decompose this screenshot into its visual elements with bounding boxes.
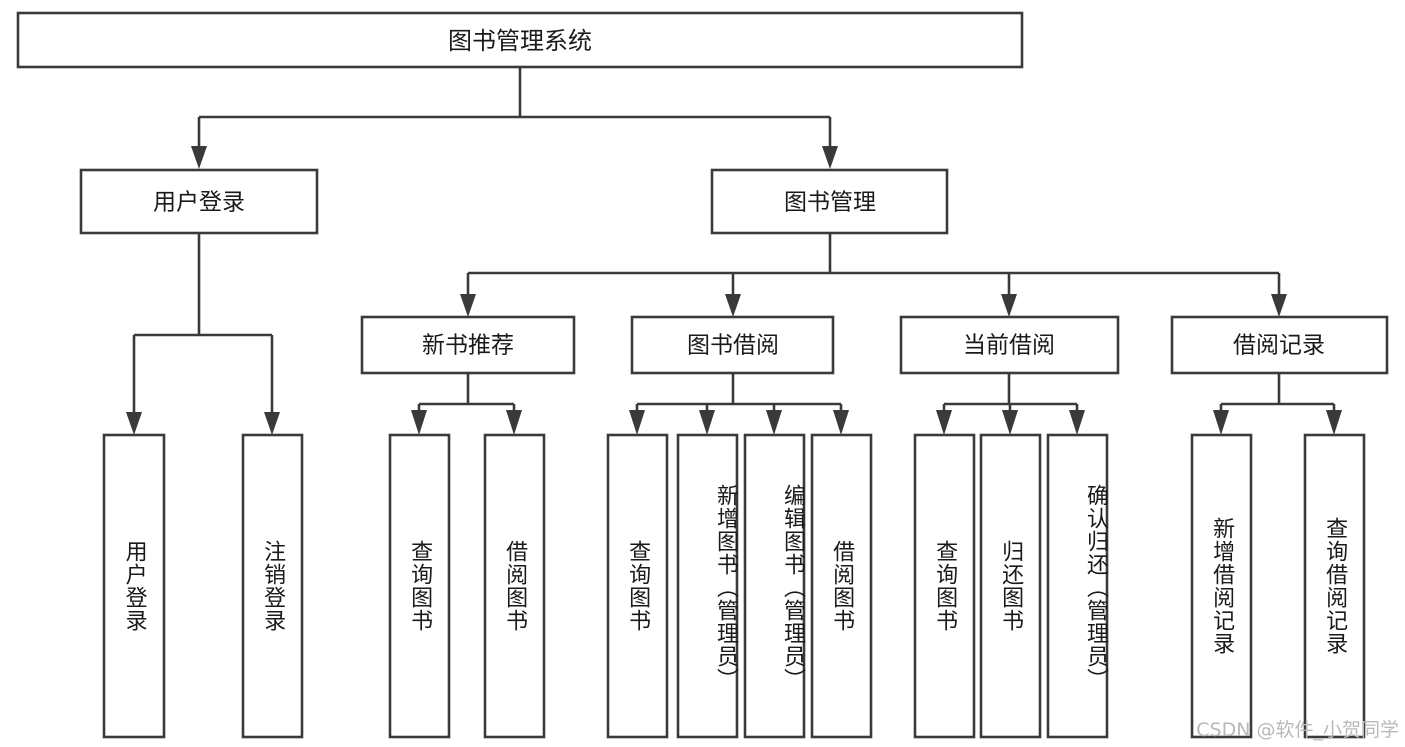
leaf-label-user-login: 用户登录: [121, 540, 147, 632]
connectors-layer: [126, 67, 1342, 435]
node-root-box[interactable]: [16, 11, 1024, 69]
arrow-head-book-mgmt: [822, 146, 838, 169]
leaf-box-bb-edit-book[interactable]: [743, 433, 806, 739]
leaf-box-user-login[interactable]: [102, 433, 166, 739]
node-book-borrow-box[interactable]: [630, 315, 835, 375]
leaf-box-br-query-record[interactable]: [1303, 433, 1366, 739]
node-book-management-box[interactable]: [710, 168, 949, 235]
node-user-login-label: 用户登录: [153, 190, 245, 216]
arrow-head-book-borrow-leaf-3: [766, 410, 782, 435]
leaf-boxes-layer: [102, 433, 1366, 739]
node-borrow-record[interactable]: 借阅记录: [1170, 315, 1389, 375]
arrow-head-leaf-logout: [264, 412, 280, 435]
leaf-label-nb-query-book: 查询图书: [407, 540, 433, 632]
leaf-label-cb-confirm-return: 确认归还（管理员）: [1083, 483, 1108, 691]
leaf-box-bb-add-book[interactable]: [676, 433, 739, 739]
leaf-box-bb-borrow-book[interactable]: [810, 433, 873, 739]
node-book-borrow-label: 图书借阅: [687, 333, 779, 359]
node-root-label: 图书管理系统: [448, 27, 592, 55]
leaf-label-cb-query-book: 查询图书: [932, 540, 958, 632]
arrow-head-user-login: [191, 146, 207, 169]
arrow-head-book-borrow-leaf-4: [833, 410, 849, 435]
arrow-head-current-borrow-leaf-3: [1069, 410, 1085, 435]
leaf-label-bb-borrow-book: 借阅图书: [829, 540, 855, 632]
leaf-label-br-add-record: 新增借阅记录: [1209, 517, 1235, 655]
node-root[interactable]: 图书管理系统: [16, 11, 1024, 69]
leaf-box-nb-query-book[interactable]: [388, 433, 451, 739]
leaf-box-bb-query-book[interactable]: [606, 433, 669, 739]
leaf-label-nb-borrow-book: 借阅图书: [502, 540, 528, 632]
node-current-borrow-label: 当前借阅: [963, 333, 1055, 359]
arrow-head-leaf-user-login: [126, 412, 142, 435]
arrow-head-borrow-record-leaf-2: [1326, 410, 1342, 435]
leaf-box-cb-confirm-return[interactable]: [1046, 433, 1109, 739]
leaf-box-nb-borrow-book[interactable]: [483, 433, 546, 739]
node-current-borrow-box[interactable]: [899, 315, 1120, 375]
leaf-label-bb-edit-book: 编辑图书（管理员）: [780, 483, 805, 691]
arrow-head-borrow-record: [1271, 294, 1287, 317]
arrow-head-current-borrow-leaf-1: [936, 410, 952, 435]
node-user-login[interactable]: 用户登录: [79, 168, 319, 235]
leaf-box-logout[interactable]: [241, 433, 304, 739]
node-current-borrow[interactable]: 当前借阅: [899, 315, 1120, 375]
arrow-head-current-borrow-leaf-2: [1002, 410, 1018, 435]
leaf-label-bb-query-book: 查询图书: [625, 540, 651, 632]
leaf-label-bb-add-book: 新增图书（管理员）: [713, 483, 738, 691]
node-borrow-record-label: 借阅记录: [1233, 333, 1325, 359]
node-book-borrow[interactable]: 图书借阅: [630, 315, 835, 375]
arrow-head-new-book-rec: [460, 294, 476, 317]
node-new-book-recommend-label: 新书推荐: [422, 333, 514, 359]
arrow-head-current-borrow: [1001, 294, 1017, 317]
leaf-box-cb-query-book[interactable]: [913, 433, 976, 739]
node-new-book-recommend-box[interactable]: [360, 315, 576, 375]
node-borrow-record-box[interactable]: [1170, 315, 1389, 375]
node-book-management[interactable]: 图书管理: [710, 168, 949, 235]
arrow-head-book-borrow-leaf-1: [629, 410, 645, 435]
leaf-label-cb-return-book: 归还图书: [998, 540, 1024, 632]
arrow-head-new-book-leaf-2: [506, 410, 522, 435]
arrow-head-book-borrow: [725, 294, 741, 317]
arrow-head-borrow-record-leaf-1: [1213, 410, 1229, 435]
arrow-head-book-borrow-leaf-2: [699, 410, 715, 435]
node-book-management-label: 图书管理: [784, 190, 876, 216]
node-new-book-recommend[interactable]: 新书推荐: [360, 315, 576, 375]
leaf-box-cb-return-book[interactable]: [979, 433, 1042, 739]
csdn-watermark: CSDN @软件_小贺同学: [1196, 719, 1399, 741]
leaf-label-logout: 注销登录: [260, 540, 286, 632]
leaf-box-br-add-record[interactable]: [1190, 433, 1253, 739]
node-user-login-box[interactable]: [79, 168, 319, 235]
leaf-label-br-query-record: 查询借阅记录: [1322, 517, 1348, 655]
arrow-head-new-book-leaf-1: [411, 410, 427, 435]
